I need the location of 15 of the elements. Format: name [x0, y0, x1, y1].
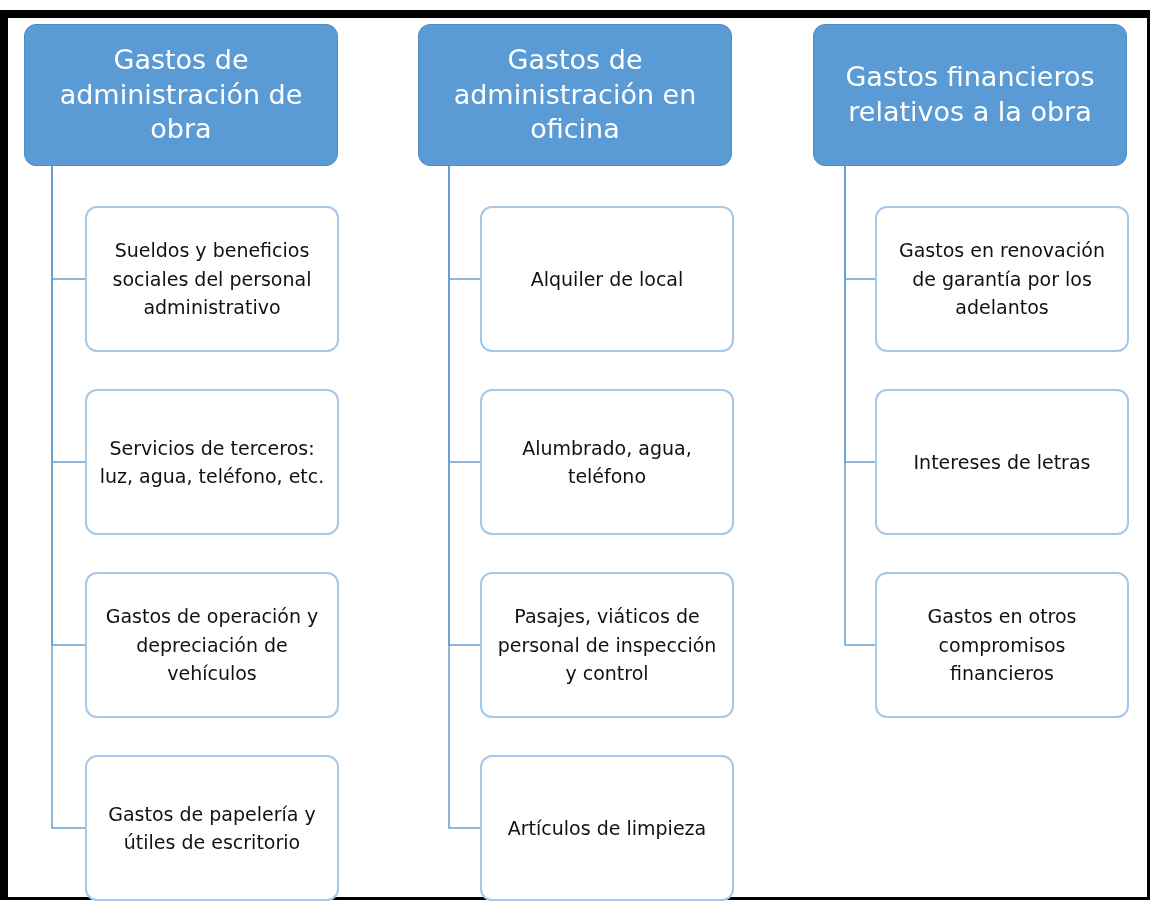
category-header-box: Gastos de administración de obra: [24, 24, 338, 166]
category-header-box: Gastos de administración en oficina: [418, 24, 732, 166]
item-box: Gastos de papelería y útiles de escritorio: [85, 755, 339, 901]
item-box: Alquiler de local: [480, 206, 734, 352]
item-box: Intereses de letras: [875, 389, 1129, 535]
item-box: Sueldos y beneficios sociales del personal administrativo: [85, 206, 339, 352]
item-box: Gastos en renovación de garantía por los adelantos: [875, 206, 1129, 352]
category-header-box: Gastos financieros relativos a la obra: [813, 24, 1127, 166]
item-box: Servicios de terceros: luz, agua, teléfono, etc.: [85, 389, 339, 535]
item-box: Gastos en otros compromisos financieros: [875, 572, 1129, 718]
item-box: Artículos de limpieza: [480, 755, 734, 901]
item-box: Alumbrado, agua, teléfono: [480, 389, 734, 535]
item-box: Gastos de operación y depreciación de vehículos: [85, 572, 339, 718]
connector-line: [844, 165, 876, 646]
item-box: Pasajes, viáticos de personal de inspección y control: [480, 572, 734, 718]
